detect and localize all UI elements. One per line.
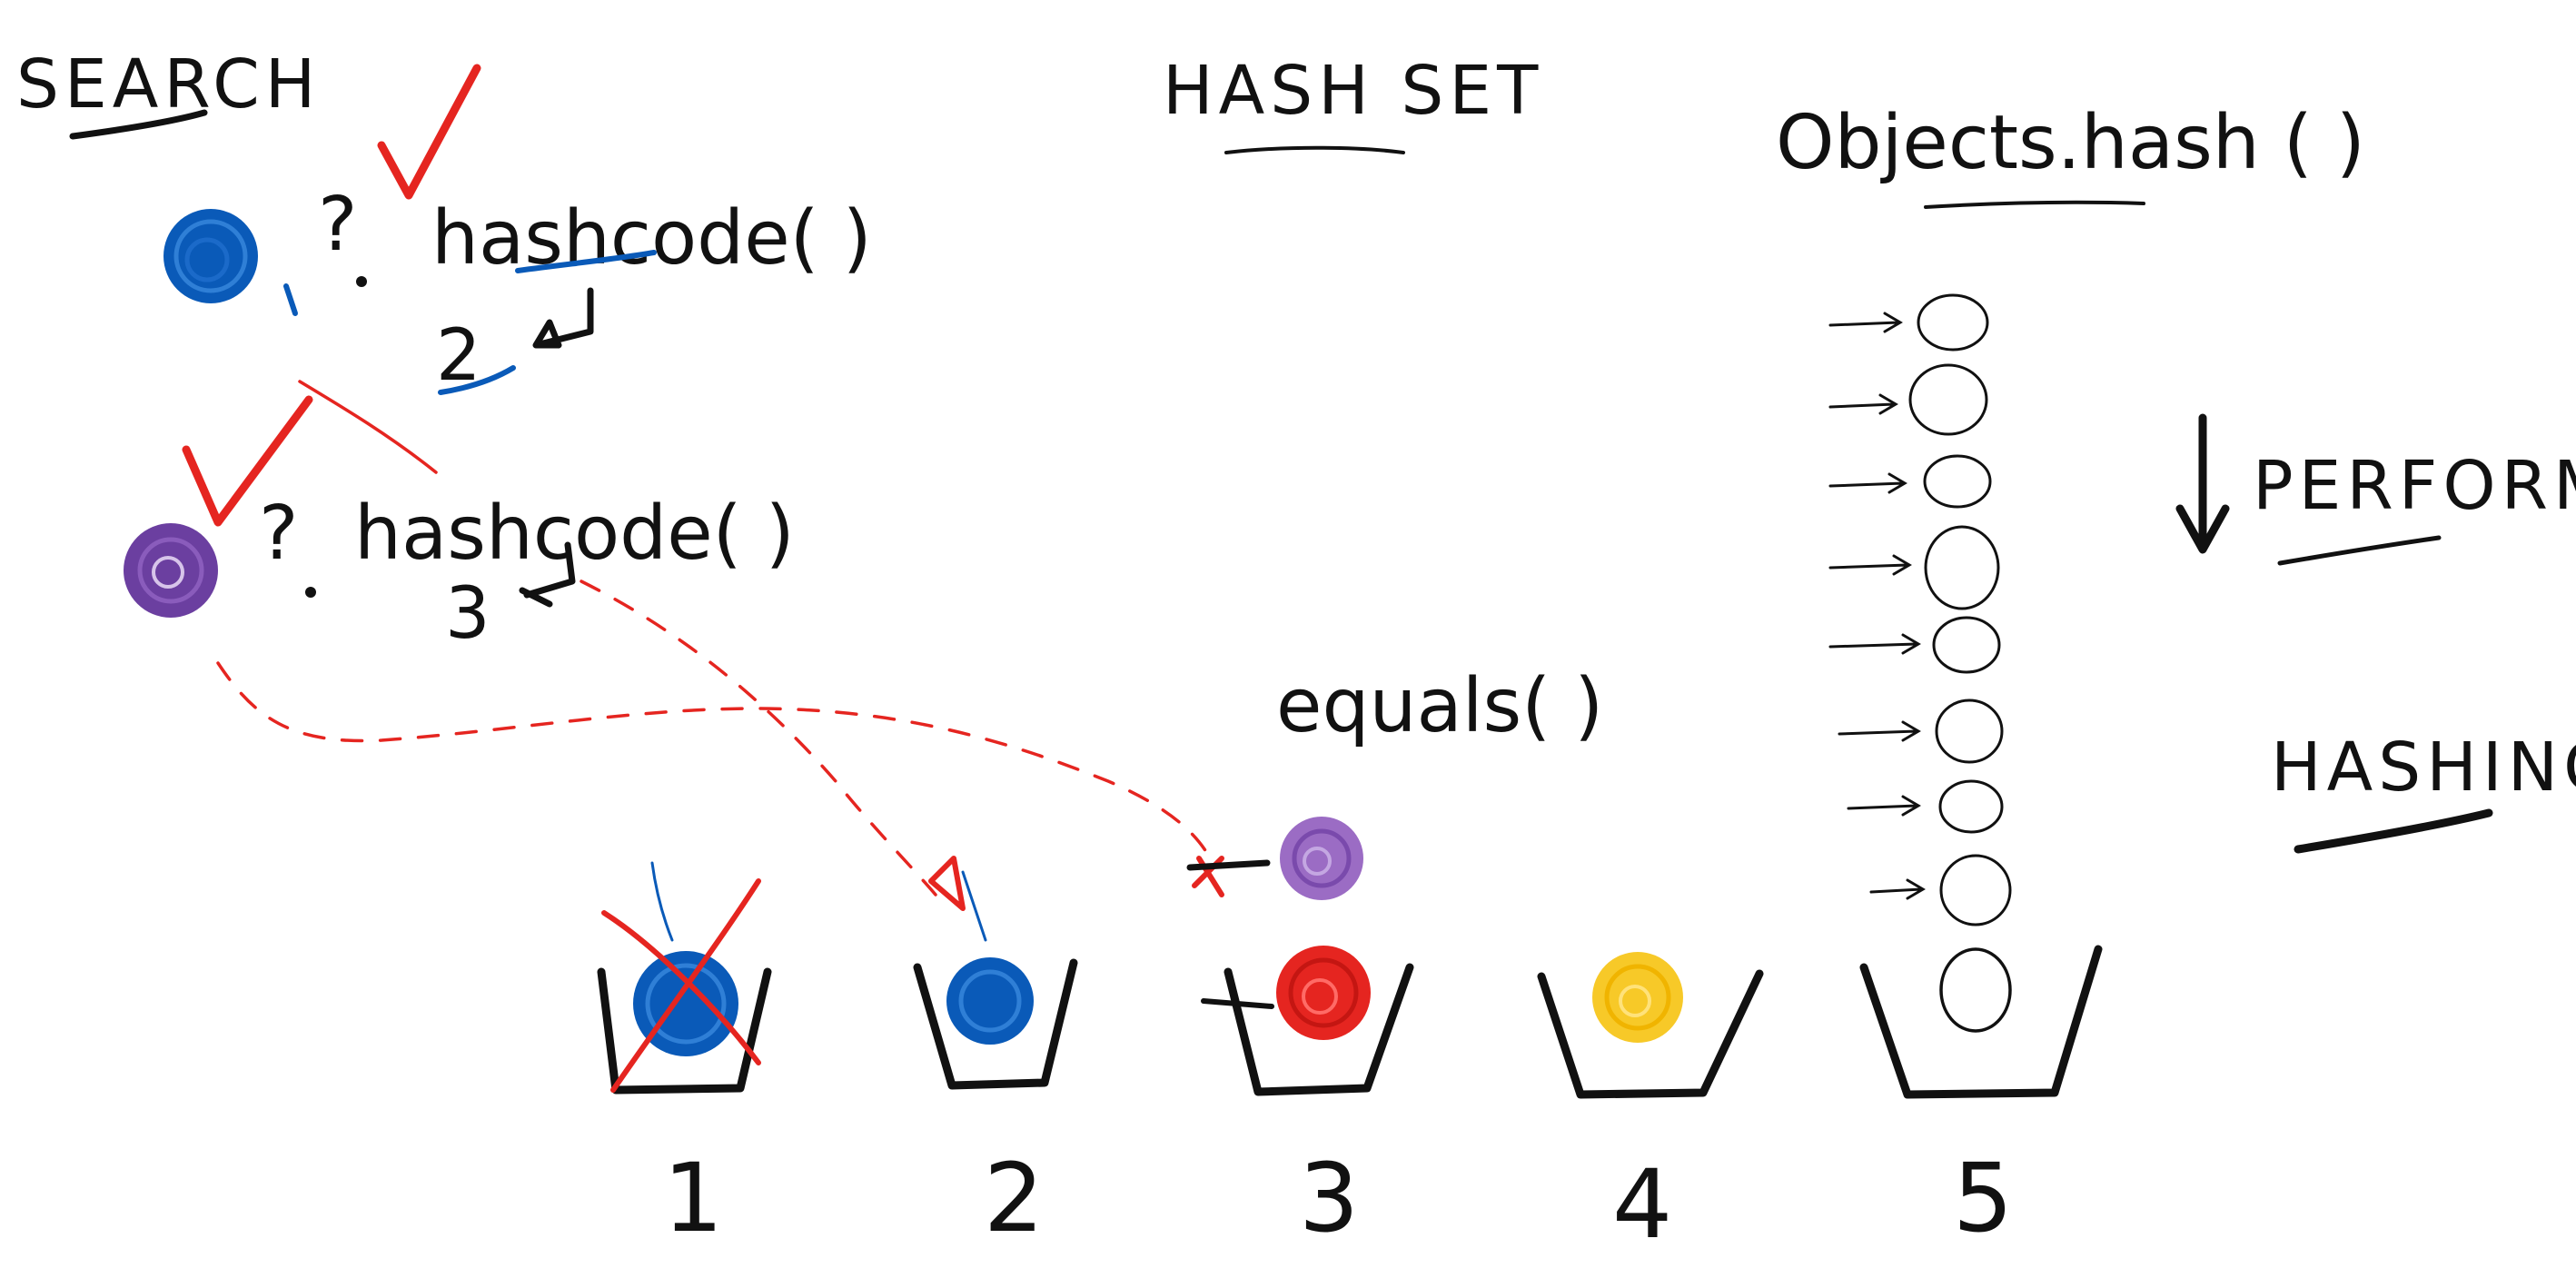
hash-result-bottom-arrow [519, 541, 576, 608]
route-purple-to-bucket-3 [216, 661, 1214, 865]
hash-result-top-arrow [532, 287, 594, 349]
search-title: SEARCH [16, 45, 321, 124]
rejected-mark-bucket-2 [928, 856, 966, 911]
bucket-2-number: 2 [984, 1143, 1044, 1253]
question-dot-top [356, 276, 367, 287]
bucket-5-number: 5 [1953, 1143, 2013, 1253]
hash-set-underline [1224, 145, 1405, 154]
bucket-5: 5 [1859, 945, 2103, 1253]
check-mark-top [377, 64, 481, 200]
purple-arrow-line [1186, 859, 1271, 871]
route-blue-to-bucket-2 [298, 380, 438, 474]
hash-object-column [1828, 293, 2012, 926]
bucket-2: 2 [913, 957, 1078, 1253]
bucket-3-number: 3 [1299, 1143, 1359, 1253]
hashing-underline [2294, 808, 2493, 854]
down-arrow-icon [2175, 413, 2230, 554]
bucket-1-number: 1 [663, 1143, 723, 1253]
bucket-1: 1 [597, 861, 772, 1253]
compared-purple-object [1280, 817, 1363, 900]
bucket-4: 4 [1537, 952, 1764, 1260]
route-blue-dashes [580, 580, 937, 897]
objects-hash-underline [1924, 200, 2145, 209]
equals-label: equals( ) [1276, 663, 1603, 749]
perform-label: PERFORM [2253, 447, 2576, 525]
bucket-1-cross-mark [601, 878, 761, 1093]
hashcode-top-underline [515, 250, 657, 273]
question-mark-bottom: ? [259, 490, 299, 577]
check-mark-bottom [182, 395, 313, 527]
search-title-underline [69, 109, 208, 140]
question-mark-top: ? [318, 182, 358, 268]
perform-underline [2277, 535, 2442, 566]
hash-result-top-underline [438, 365, 516, 395]
bucket-3: 3 [1201, 946, 1414, 1253]
blue-search-object [163, 209, 298, 316]
hash-result-bottom: 3 [445, 573, 490, 655]
hashcode-bottom-label: hashcode( ) [354, 490, 795, 577]
bucket-4-number: 4 [1612, 1149, 1672, 1260]
blue-drop-line-2 [961, 870, 987, 942]
hashcode-top-label: hashcode( ) [431, 195, 872, 282]
question-dot-bottom [305, 587, 316, 598]
hash-set-title: HASH SET [1163, 52, 1543, 130]
purple-search-object [124, 523, 218, 618]
hashing-label: HASHING [2271, 728, 2576, 807]
objects-hash-label: Objects.hash ( ) [1776, 100, 2365, 186]
